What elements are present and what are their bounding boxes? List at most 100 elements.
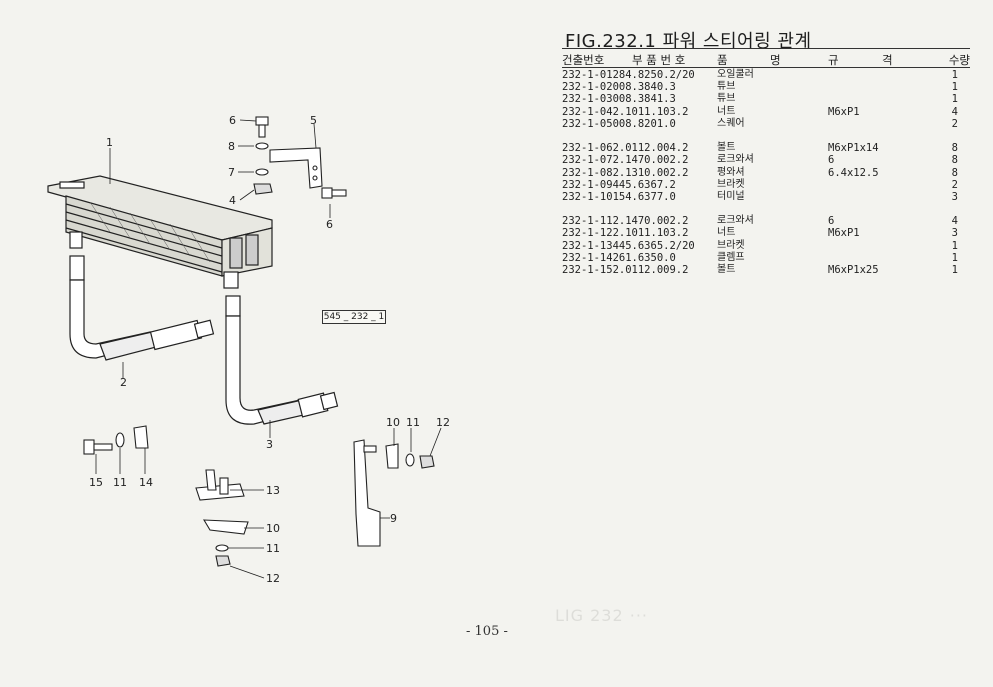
callout-2: 2 <box>120 376 127 389</box>
row-ref-no: 232-1-05 <box>562 117 613 130</box>
row-name: 너트 <box>717 227 736 239</box>
callout-9: 9 <box>390 512 397 525</box>
row-ref-no: 232-1-08 <box>562 166 613 179</box>
header-divider <box>562 67 970 68</box>
row-name: 브라켓 <box>717 178 745 190</box>
row-qty: 3 <box>951 190 958 203</box>
row-number-and-part: 232-1-112.1470.002.2 <box>562 215 688 227</box>
row-number-and-part: 232-1-062.0112.004.2 <box>562 142 688 154</box>
row-spec: M6xP1 <box>828 227 860 240</box>
row-qty: 1 <box>951 264 958 276</box>
callout-8: 8 <box>228 140 235 153</box>
row-part-no: 008.3840.3 <box>612 81 676 94</box>
row-ref-no: 232-1-04 <box>562 105 613 118</box>
header-name-1: 품 <box>717 53 728 67</box>
row-ref-no: 232-1-07 <box>562 154 613 167</box>
row-ref-no: 232-1-13 <box>562 239 613 252</box>
row-number-and-part: 232-1-13445.6365.2/20 <box>562 240 695 252</box>
figure-title: FIG.232.1 파워 스티어링 관계 <box>565 31 812 52</box>
table-header: 건출번호 부 품 번 호 품 명 규 격 수량 <box>562 52 970 67</box>
row-part-no: 2.0112.009.2 <box>612 264 689 276</box>
row-number-and-part: 232-1-122.1011.103.2 <box>562 227 688 239</box>
row-qty: 1 <box>951 93 958 106</box>
tube-left <box>69 255 215 361</box>
leader-lines <box>95 119 442 579</box>
header-no: 건출번호 <box>562 53 605 67</box>
row-name: 튜브 <box>717 81 736 93</box>
header-spec-2: 격 <box>882 53 893 67</box>
row-part-no: 008.3841.3 <box>612 93 676 106</box>
row-qty: 1 <box>951 69 958 81</box>
row-qty: 4 <box>951 105 958 118</box>
callout-10-right: 10 <box>386 416 400 429</box>
row-number-and-part: 232-1-05008.8201.0 <box>562 118 676 130</box>
row-spec: 6 <box>828 215 835 228</box>
callout-numbers: 1 2 3 4 5 6 7 8 6 10 11 12 15 11 14 13 1… <box>89 114 450 585</box>
row-part-no: 2.1011.103.2 <box>612 227 689 240</box>
row-name: 클렘프 <box>717 251 745 263</box>
row-ref-no: 232-1-11 <box>562 215 613 228</box>
bleed-through-text: LIG 232 ··· <box>555 606 648 625</box>
row-number-and-part: 232-1-09445.6367.2 <box>562 179 676 191</box>
row-ref-no: 232-1-10 <box>562 190 613 203</box>
row-number-and-part: 232-1-01284.8250.2/20 <box>562 69 695 81</box>
row-ref-no: 232-1-01 <box>562 69 613 81</box>
callout-7: 7 <box>228 166 235 179</box>
table-group-gap <box>562 203 970 215</box>
row-ref-no: 232-1-12 <box>562 227 613 240</box>
row-part-no: 154.6377.0 <box>612 190 676 203</box>
row-part-no: 445.6367.2 <box>612 178 676 191</box>
row-name: 평와셔 <box>717 166 745 178</box>
callout-4: 4 <box>229 194 236 207</box>
row-number-and-part: 232-1-14261.6350.0 <box>562 252 676 264</box>
row-number-and-part: 232-1-042.1011.103.2 <box>562 106 688 118</box>
callout-11-right: 11 <box>406 416 420 429</box>
oil-cooler <box>47 175 273 289</box>
row-part-no: 2.0112.004.2 <box>612 142 689 155</box>
row-part-no: 261.6350.0 <box>612 251 676 264</box>
row-qty: 1 <box>951 239 958 252</box>
callout-12-right: 12 <box>436 416 450 429</box>
row-name: 로크와셔 <box>717 215 754 227</box>
row-part-no: 008.8201.0 <box>612 117 676 130</box>
row-qty: 2 <box>951 117 958 130</box>
callout-14: 14 <box>139 476 153 489</box>
callout-1: 1 <box>106 136 113 149</box>
header-name-2: 명 <box>770 53 781 67</box>
hardware-parts <box>83 116 435 567</box>
row-number-and-part: 232-1-082.1310.002.2 <box>562 167 688 179</box>
row-qty: 2 <box>951 178 958 191</box>
table-row: 232-1-042.1011.103.2 너트 M6xP1 4 <box>562 106 970 118</box>
row-spec: M6xP1x14 <box>828 142 879 155</box>
callout-5: 5 <box>310 114 317 127</box>
header-part: 부 품 번 호 <box>632 53 686 67</box>
page-number: - 105 - <box>466 624 508 639</box>
row-qty: 1 <box>951 251 958 264</box>
row-name: 터미널 <box>717 190 745 202</box>
row-part-no: 2.1310.002.2 <box>612 166 689 179</box>
row-qty: 8 <box>951 166 958 179</box>
row-spec: M6xP1x25 <box>828 264 879 276</box>
row-spec: M6xP1 <box>828 105 860 118</box>
callout-12-bottom: 12 <box>266 572 280 585</box>
table-row: 232-1-09445.6367.2 브라켓 2 <box>562 179 970 191</box>
row-ref-no: 232-1-15 <box>562 264 613 276</box>
callout-13: 13 <box>266 484 280 497</box>
row-ref-no: 232-1-02 <box>562 81 613 94</box>
callout-15: 15 <box>89 476 103 489</box>
row-name: 볼트 <box>717 142 736 154</box>
row-name: 너트 <box>717 105 736 117</box>
callout-11-left: 11 <box>113 476 127 489</box>
row-part-no: 2.1470.002.2 <box>612 215 689 228</box>
